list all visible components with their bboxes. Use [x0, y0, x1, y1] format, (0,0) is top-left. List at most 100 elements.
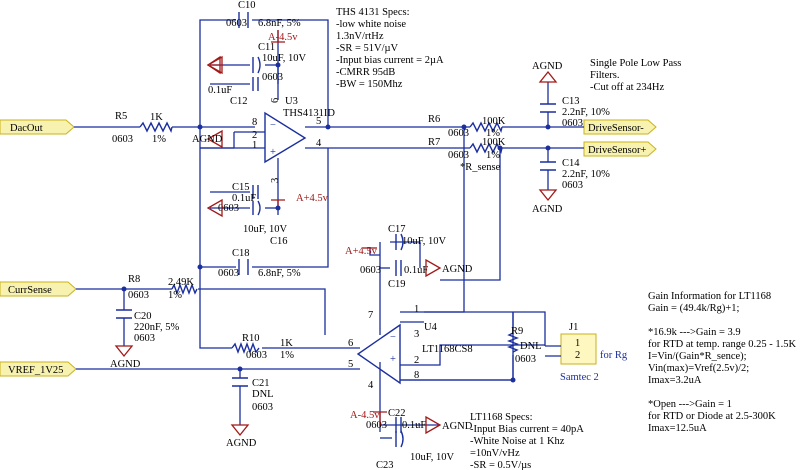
u3-agnd-label: AGND	[192, 134, 223, 145]
r8-val: 2.49K	[168, 277, 194, 288]
c20-pkg: 0603	[134, 333, 155, 344]
u4-pin8: 8	[414, 370, 419, 381]
c12-val: 0.1uF	[208, 85, 232, 96]
c10-val: 6.8nF, 5%	[258, 18, 301, 29]
u3-minus: −	[270, 120, 276, 131]
u4-minus: −	[390, 332, 396, 343]
u4-part: LT1168CS8	[422, 344, 473, 355]
c15-pkg: 0603	[218, 203, 239, 214]
capacitor-c17[interactable]: C17 10uF, 10V	[388, 224, 446, 251]
r6-val: 100K	[482, 116, 506, 127]
resistor-r7[interactable]: R7 0603 100K 1% *R_sense	[428, 137, 506, 173]
ths-spec-5: -CMRR 95dB	[336, 67, 395, 78]
capacitor-c16[interactable]: 10uF, 10V C16	[243, 200, 288, 247]
c20-agnd-label: AGND	[110, 359, 141, 370]
port-vref[interactable]: VREF_1V25	[0, 361, 77, 377]
capacitor-c11[interactable]: C11 10uF, 10V 0603	[252, 42, 306, 83]
junction-dots-top	[121, 62, 551, 383]
capacitor-c10[interactable]: C10 0603 6.8nF, 5%	[226, 0, 301, 29]
capacitor-c15[interactable]: C15 0.1uF 0603	[218, 182, 259, 214]
capacitor-c19[interactable]: 0603 0.1uF C19	[360, 260, 428, 290]
port-drive-plus-label: DriveSensor+	[588, 145, 646, 156]
capacitor-c14[interactable]: C14 2.2nF, 10% 0603	[540, 158, 610, 191]
capacitor-c18[interactable]: C18 0603 6.8nF, 5%	[218, 248, 301, 279]
agnd-symbol-c20: AGND	[110, 345, 141, 370]
note-lt-specs: LT1168 Specs: -Input Bias current = 40pA…	[470, 412, 584, 470]
r7-pkg: 0603	[448, 150, 469, 161]
r7-ref: R7	[428, 137, 440, 148]
r9-pkg: 0603	[515, 354, 536, 365]
lt-spec-3: =10nV/vHz	[470, 448, 520, 459]
gain-4: for RTD at temp. range 0.25 - 1.5K	[648, 339, 796, 350]
port-dacout[interactable]: DacOut	[0, 119, 75, 135]
c23-val: 10uF, 10V	[410, 452, 454, 463]
resistor-r9[interactable]: R9 DNL 0603	[507, 326, 542, 365]
port-drive-minus-label: DriveSensor-	[588, 123, 644, 134]
connector-j1[interactable]: J1 1 2 for Rg Samtec 2	[545, 322, 628, 383]
capacitor-c20[interactable]: C20 220nF, 5% 0603	[116, 309, 179, 344]
port-drivesensor-plus[interactable]: DriveSensor+	[583, 141, 657, 157]
u3-pin5: 5	[316, 116, 321, 127]
lt-spec-4: -SR = 0.5V/µs	[470, 460, 531, 470]
wires-bottom	[76, 241, 546, 439]
c11-ref: C11	[258, 42, 275, 53]
ths-spec-6: -BW = 150Mhz	[336, 79, 403, 90]
ths-spec-4: -Input bias current = 2µA	[336, 55, 444, 66]
u4-pin6: 6	[348, 338, 353, 349]
power-a-pos-u4: A+4.5v	[345, 246, 378, 257]
c13-pkg: 0603	[562, 118, 583, 129]
ths-spec-1: -low white noise	[336, 19, 406, 30]
c21-agnd-label: AGND	[226, 438, 257, 449]
u4-pin1: 1	[414, 304, 419, 315]
capacitor-c23[interactable]: 10uF, 10V C23	[376, 430, 454, 470]
resistor-r5[interactable]: R5 0603 1K 1%	[112, 111, 173, 145]
u3-vneg-label: A-4.5v	[268, 32, 298, 43]
r5-pkg: 0603	[112, 134, 133, 145]
gain-7: Imax=3.2uA	[648, 375, 702, 386]
c14-val: 2.2nF, 10%	[562, 169, 610, 180]
capacitor-c12[interactable]: 0.1uF C12	[208, 77, 259, 107]
c22-pkg: 0603	[366, 420, 387, 431]
opamp-u3-ths4131[interactable]: − + U3 THS4131ID 8 2 1 5 4 6 3	[252, 96, 335, 183]
r7-val: 100K	[482, 137, 506, 148]
lt-spec-2: -White Noise at 1 Khz	[470, 436, 565, 447]
c16-ref: C16	[270, 236, 288, 247]
c12-ref: C12	[230, 96, 248, 107]
capacitor-c13[interactable]: C13 2.2nF, 10% 0603	[540, 82, 610, 129]
c11-val: 10uF, 10V	[262, 53, 306, 64]
u4-pin2: 2	[414, 355, 419, 366]
u4-vpos-label: A+4.5v	[345, 246, 378, 257]
c22-val: 0.1uF	[402, 420, 426, 431]
capacitor-c21[interactable]: C21 DNL 0603	[232, 377, 274, 413]
port-drivesensor-minus[interactable]: DriveSensor-	[583, 119, 657, 135]
c19-agnd-label: AGND	[442, 264, 473, 275]
c10-ref: C10	[238, 0, 256, 11]
gain-10: for RTD or Diode at 2.5-300K	[648, 411, 776, 422]
agnd-symbol-c14: AGND	[532, 189, 563, 215]
c19-val: 0.1uF	[404, 265, 428, 276]
agnd-symbol-c16	[206, 198, 223, 218]
c20-ref: C20	[134, 311, 152, 322]
c14-pkg: 0603	[562, 180, 583, 191]
note-gain: Gain Information for LT1168 Gain = (49.4…	[648, 291, 796, 434]
r7-tol: 1%	[486, 150, 500, 161]
u4-pin5: 5	[348, 359, 353, 370]
c23-ref: C23	[376, 460, 394, 470]
resistor-r6[interactable]: R6 0603 100K 1%	[428, 114, 506, 139]
capacitor-c22[interactable]: C22 0603 0.1uF	[366, 408, 426, 433]
u3-pin3: 3	[270, 178, 281, 183]
j1-ref: J1	[569, 322, 578, 333]
resistor-r10[interactable]: R10 0603 1K 1%	[231, 333, 294, 361]
u4-pin4: 4	[368, 380, 374, 391]
power-a-neg-u3: A-4.5v	[268, 30, 298, 43]
r10-pkg: 0603	[246, 350, 267, 361]
opamp-u4-lt1168[interactable]: − + U4 LT1168CS8 1 3 2 8 6 5 7 4	[348, 304, 473, 391]
agnd-symbol-c11	[206, 55, 223, 75]
gain-11: Imax=12.5uA	[648, 423, 707, 434]
port-currsense[interactable]: CurrSense	[0, 281, 77, 297]
resistor-r8[interactable]: R8 0603 2.49K 1%	[128, 274, 198, 301]
c18-ref: C18	[232, 248, 250, 259]
lpf-0: Single Pole Low Pass	[590, 58, 681, 69]
u3-pin2: 2	[252, 130, 257, 141]
u4-pin7: 7	[368, 310, 373, 321]
